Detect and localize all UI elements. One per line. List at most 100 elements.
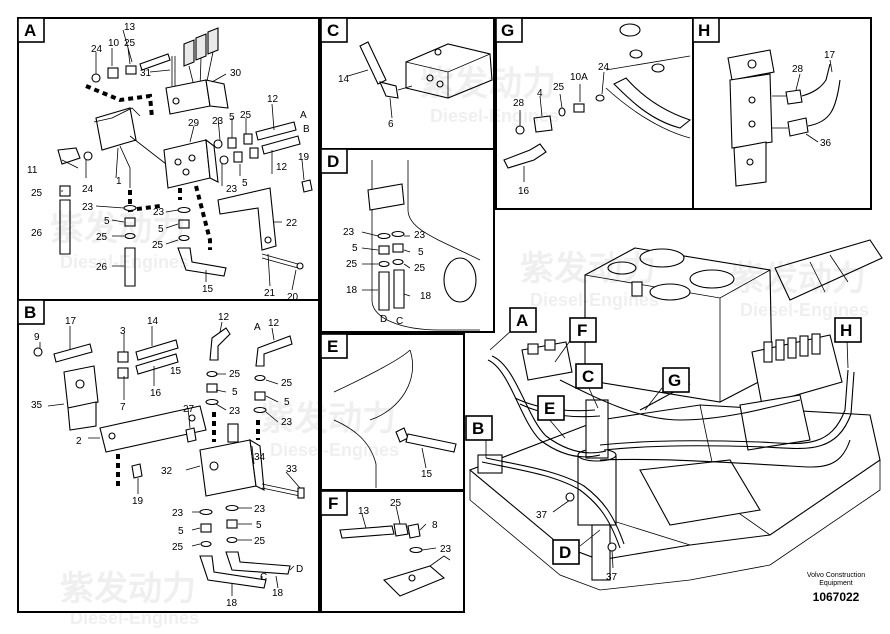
locator-letter: D xyxy=(559,543,571,562)
watermark-en: Diesel-Engines xyxy=(530,290,659,310)
tank-curve-g xyxy=(613,77,692,129)
fitting-5-d1 xyxy=(378,245,390,255)
leader-line-e xyxy=(421,447,427,469)
locator-letter: C xyxy=(582,367,594,386)
pilot-valve-port xyxy=(172,97,180,105)
locator-letter: H xyxy=(840,321,852,340)
bolt-20-head xyxy=(296,262,304,270)
oring-23-bul xyxy=(205,398,219,406)
block-32-port xyxy=(209,461,219,471)
callout: 23 xyxy=(440,544,452,555)
valve-h-links xyxy=(772,95,788,129)
tank-cap-1 xyxy=(607,261,637,275)
leader-lines-g xyxy=(519,71,605,182)
callout: 21 xyxy=(264,288,276,299)
column-inner-d xyxy=(407,160,481,261)
callout: 37 xyxy=(606,572,618,583)
elbow-36-h xyxy=(787,117,809,137)
column-upper xyxy=(585,399,609,459)
block-port-1 xyxy=(174,158,182,166)
hose-run-4 xyxy=(599,369,849,446)
oring-25-d1 xyxy=(378,260,390,268)
callout: 23 xyxy=(172,508,184,519)
callout: 5 xyxy=(229,112,235,123)
callout: 30 xyxy=(230,68,242,79)
panel-tag-f xyxy=(320,490,348,516)
bore-d xyxy=(443,257,477,303)
leader-lines-h xyxy=(795,59,833,143)
oring-23-b xyxy=(219,155,229,165)
hose-run-2b xyxy=(485,457,625,545)
callout: 13 xyxy=(358,506,370,517)
valve-h-port-1 xyxy=(747,59,757,69)
fitting-9 xyxy=(33,347,43,357)
oring-25-d2 xyxy=(392,258,404,266)
panel-e: 15 xyxy=(333,349,457,488)
panel-tag-d xyxy=(320,148,348,174)
oring-23-a xyxy=(213,139,223,149)
callout: 23 xyxy=(281,417,293,428)
stud-31 xyxy=(171,56,176,86)
brand-line-2: Equipment xyxy=(819,580,853,587)
callout: 15 xyxy=(421,469,433,480)
callout: 37 xyxy=(536,510,548,521)
callout: 5 xyxy=(242,178,248,189)
callout: 33 xyxy=(286,464,298,475)
hose-h-2 xyxy=(807,79,841,127)
pilot-valve-30-side xyxy=(205,79,229,109)
pointer-E xyxy=(547,417,566,439)
callout: A xyxy=(300,110,307,121)
callout: 23 xyxy=(153,207,165,218)
pointer-G xyxy=(644,387,663,411)
valve-h-body xyxy=(729,73,773,149)
hose-16-g xyxy=(503,143,547,169)
watermark-cn: 紫发动力 xyxy=(730,260,866,298)
oring-23-f xyxy=(409,546,423,554)
callout: 23 xyxy=(212,116,224,127)
callout: 12 xyxy=(267,94,279,105)
callout: 14 xyxy=(147,316,159,327)
callout: 19 xyxy=(132,496,144,507)
callout: 15 xyxy=(170,366,182,377)
callout: 25 xyxy=(553,82,565,93)
fitting-5-b xyxy=(233,151,243,163)
callout: 24 xyxy=(82,184,94,195)
fitting-25-b xyxy=(249,147,259,159)
leader-lines-d xyxy=(361,231,411,297)
callout: 25 xyxy=(240,110,252,121)
hose-run-1b xyxy=(491,355,607,454)
panel-tag-b xyxy=(17,299,45,325)
pilot-valve-30 xyxy=(165,79,211,115)
valve-support xyxy=(739,394,811,451)
callout: 26 xyxy=(31,228,43,239)
callout: 25 xyxy=(254,536,266,547)
fitting-5-d2 xyxy=(392,243,404,253)
callout: 6 xyxy=(388,119,394,130)
oring-23-d2 xyxy=(391,230,405,238)
panel-letter: D xyxy=(327,152,339,171)
fitting-28-h xyxy=(785,89,803,105)
callout: 23 xyxy=(254,504,266,515)
callout: 35 xyxy=(31,400,43,411)
locator-letter: B xyxy=(472,419,484,438)
callout: 36 xyxy=(820,138,832,149)
callout: 25 xyxy=(281,378,293,389)
locator-tag-d xyxy=(552,539,580,565)
hose-18-a xyxy=(199,555,267,589)
callout: 25 xyxy=(346,259,358,270)
valve-h-port-2 xyxy=(748,96,756,104)
plate-hole-2 xyxy=(188,414,196,422)
panel-d: 23 23 5 5 25 25 18 18 D C xyxy=(343,160,481,331)
oring-25-right xyxy=(178,234,190,242)
drawing-number: 1067022 xyxy=(812,590,860,604)
block-f-port xyxy=(408,574,416,582)
callout: 17 xyxy=(65,316,77,327)
block-d xyxy=(367,183,405,211)
callout: 25 xyxy=(390,498,402,509)
tank-cap-3 xyxy=(689,269,735,289)
frame-curve-e2 xyxy=(333,419,377,488)
callout: 24 xyxy=(598,62,610,73)
cap-g-1 xyxy=(619,23,641,37)
callout: 25 xyxy=(31,188,43,199)
